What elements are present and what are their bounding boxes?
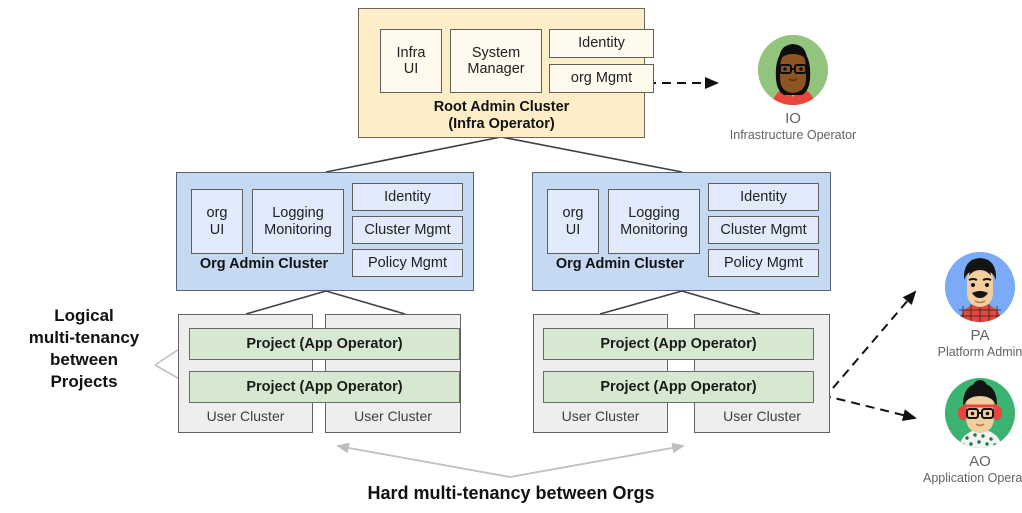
persona-role: Infrastructure Operator [729, 128, 857, 142]
module-system-manager[interactable]: System Manager [450, 29, 542, 93]
persona-abbr: PA [970, 327, 990, 344]
project-bar-1b[interactable]: Project (App Operator) [189, 371, 460, 403]
module-logging-monitoring[interactable]: Logging Monitoring [608, 189, 700, 254]
woman-glasses-avatar [758, 35, 828, 105]
project-bar-2b[interactable]: Project (App Operator) [543, 371, 814, 403]
module-label: Logging Monitoring [264, 205, 332, 238]
user-cluster-label: User Cluster [561, 408, 640, 424]
module-label: Logging Monitoring [620, 205, 688, 238]
user-cluster-label: User Cluster [206, 408, 285, 424]
persona-role: Application Operator [923, 471, 1022, 485]
module-cluster-mgmt[interactable]: Cluster Mgmt [352, 216, 463, 244]
module-infra-ui[interactable]: Infra UI [380, 29, 442, 93]
module-policy-mgmt[interactable]: Policy Mgmt [708, 249, 819, 277]
logical-tenancy-note: Logical multi-tenancy between Projects [28, 306, 140, 392]
root-to-org-connectors [325, 136, 683, 173]
persona-abbr: AO [969, 453, 991, 470]
module-org-ui[interactable]: org UI [191, 189, 243, 254]
module-identity[interactable]: Identity [352, 183, 463, 211]
project-bar-2a[interactable]: Project (App Operator) [543, 328, 814, 360]
module-label: Identity [578, 35, 625, 52]
module-label: Identity [740, 188, 787, 205]
root-admin-cluster[interactable]: Infra UI System Manager Identity org Mgm… [358, 8, 654, 138]
project-label: Project (App Operator) [600, 379, 757, 395]
persona-ao[interactable]: AO Application Operator [915, 378, 1022, 485]
org-admin-cluster-2[interactable]: org UI Logging Monitoring Identity Clust… [532, 172, 831, 291]
module-label: Identity [384, 188, 431, 205]
module-org-ui[interactable]: org UI [547, 189, 599, 254]
module-label: org UI [562, 205, 584, 238]
root-cluster-title-line2: (Infra Operator) [448, 116, 555, 133]
project-label: Project (App Operator) [246, 336, 403, 352]
man-mustache-avatar [945, 252, 1015, 322]
project-to-pa-arrow [832, 290, 917, 389]
project-bar-1a[interactable]: Project (App Operator) [189, 328, 460, 360]
org-admin-cluster-1[interactable]: org UI Logging Monitoring Identity Clust… [176, 172, 474, 291]
module-label: org UI [206, 205, 228, 238]
hard-tenancy-note: Hard multi-tenancy between Orgs [367, 483, 655, 503]
module-org-mgmt[interactable]: org Mgmt [549, 64, 654, 93]
module-label: org Mgmt [570, 70, 633, 87]
root-cluster-title-line1: Root Admin Cluster [433, 99, 570, 115]
persona-io[interactable]: IO Infrastructure Operator [728, 35, 858, 142]
org1-to-usercluster-connectors [245, 290, 406, 315]
project-to-ao-arrow [821, 394, 917, 421]
user-cluster-label: User Cluster [354, 408, 432, 424]
org-cluster-2-title: Org Admin Cluster [555, 256, 685, 272]
user-cluster-label: User Cluster [723, 408, 801, 424]
module-label: Policy Mgmt [724, 254, 803, 271]
module-label: Infra UI [396, 44, 426, 77]
project-label: Project (App Operator) [246, 379, 403, 395]
org-cluster-1-title: Org Admin Cluster [199, 256, 329, 272]
module-label: Cluster Mgmt [720, 221, 807, 238]
woman-bun-glasses-avatar [945, 378, 1015, 448]
project-label: Project (App Operator) [600, 336, 757, 352]
module-identity[interactable]: Identity [708, 183, 819, 211]
module-label: Policy Mgmt [368, 254, 447, 271]
org2-to-usercluster-connectors [599, 290, 761, 315]
module-cluster-mgmt[interactable]: Cluster Mgmt [708, 216, 819, 244]
module-label: System Manager [467, 44, 525, 77]
module-policy-mgmt[interactable]: Policy Mgmt [352, 249, 463, 277]
persona-role: Platform Admin [937, 345, 1022, 359]
module-logging-monitoring[interactable]: Logging Monitoring [252, 189, 344, 254]
hard-tenancy-arrow [336, 442, 685, 478]
persona-abbr: IO [785, 110, 801, 127]
root-cluster-title: Root Admin Cluster (Infra Operator) [359, 99, 644, 134]
module-label: Cluster Mgmt [364, 221, 451, 238]
persona-pa[interactable]: PA Platform Admin [915, 252, 1022, 359]
module-identity[interactable]: Identity [549, 29, 654, 58]
